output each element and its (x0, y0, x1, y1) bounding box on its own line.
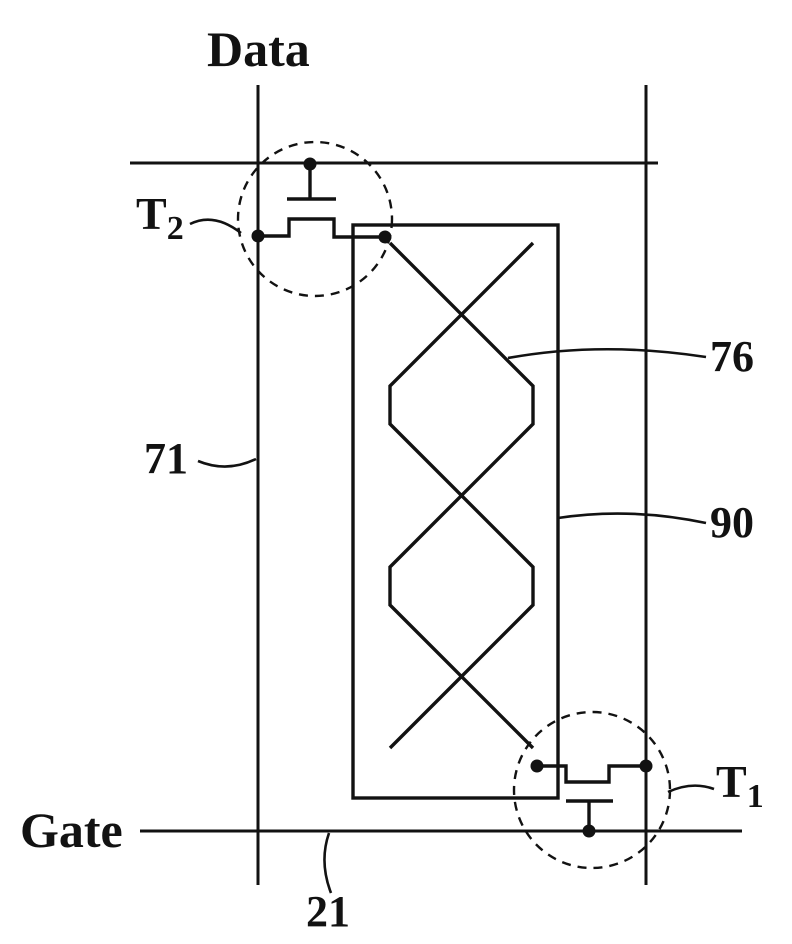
ref90-leader-line (557, 512, 707, 525)
data-bus-label: Data (207, 21, 310, 77)
t2-dashed-circle (236, 140, 394, 298)
transistor-t2 (236, 140, 394, 298)
t1-drain-contact-dot (639, 759, 653, 773)
t2-label: T2 (136, 188, 184, 247)
pixel-electrode-outline (351, 223, 560, 800)
gate-bus-label: Gate (20, 802, 123, 858)
t1-label-symbol: T (716, 756, 747, 807)
t2-label-symbol: T (136, 188, 167, 239)
zigzag-line-b (388, 241, 535, 750)
t1-leader-line (667, 784, 715, 794)
t1-source-contact-dot (530, 759, 544, 773)
ref76-leader-line (507, 347, 707, 360)
t1-gate-contact-dot (582, 824, 596, 838)
ref71-leader-line (197, 457, 257, 468)
t1-label: T1 (716, 756, 764, 815)
ref71-label: 71 (144, 434, 188, 483)
t2-gate-contact-dot (303, 157, 317, 171)
t2-label-subscript: 2 (167, 210, 184, 247)
zigzag-electrode-pattern (388, 241, 535, 750)
ref76-label: 76 (710, 332, 754, 381)
t2-leader-line (189, 218, 242, 235)
ref21-label: 21 (306, 887, 350, 936)
t2-channel-path (258, 217, 385, 239)
t1-label-subscript: 1 (747, 778, 764, 815)
ref90-label: 90 (710, 498, 754, 547)
ref21-leader-line (323, 832, 333, 894)
t1-channel-path (537, 764, 646, 784)
t2-drain-contact-dot (378, 230, 392, 244)
t2-source-contact-dot (251, 229, 265, 243)
